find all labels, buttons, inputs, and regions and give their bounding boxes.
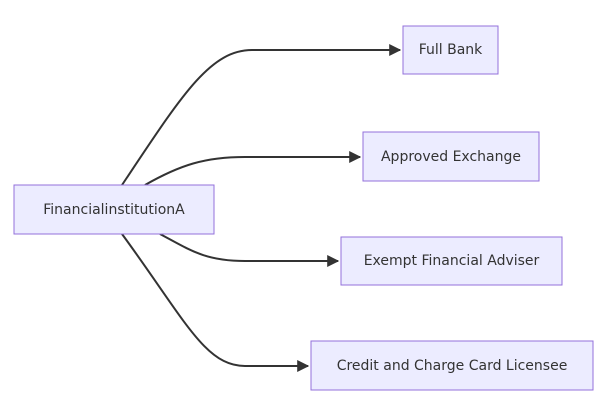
node-exempt-financial-adviser[interactable]: Exempt Financial Adviser — [340, 236, 563, 286]
node-full-bank[interactable]: Full Bank — [402, 25, 499, 75]
edge-source-to-approved-exchange — [144, 151, 362, 186]
node-credit-charge-card-licensee-label: Credit and Charge Card Licensee — [337, 358, 568, 374]
edge-source-to-exempt-financial-adviser — [159, 233, 340, 267]
node-source[interactable]: FinancialinstitutionA — [13, 184, 215, 235]
node-source-label: FinancialinstitutionA — [43, 202, 185, 218]
node-exempt-financial-adviser-label: Exempt Financial Adviser — [364, 253, 540, 269]
node-credit-charge-card-licensee[interactable]: Credit and Charge Card Licensee — [310, 340, 594, 391]
edge-source-to-full-bank — [121, 44, 402, 186]
node-approved-exchange[interactable]: Approved Exchange — [362, 131, 540, 182]
node-full-bank-label: Full Bank — [419, 42, 483, 58]
node-approved-exchange-label: Approved Exchange — [381, 149, 521, 165]
edge-source-to-credit-charge-card-licensee — [121, 233, 310, 372]
